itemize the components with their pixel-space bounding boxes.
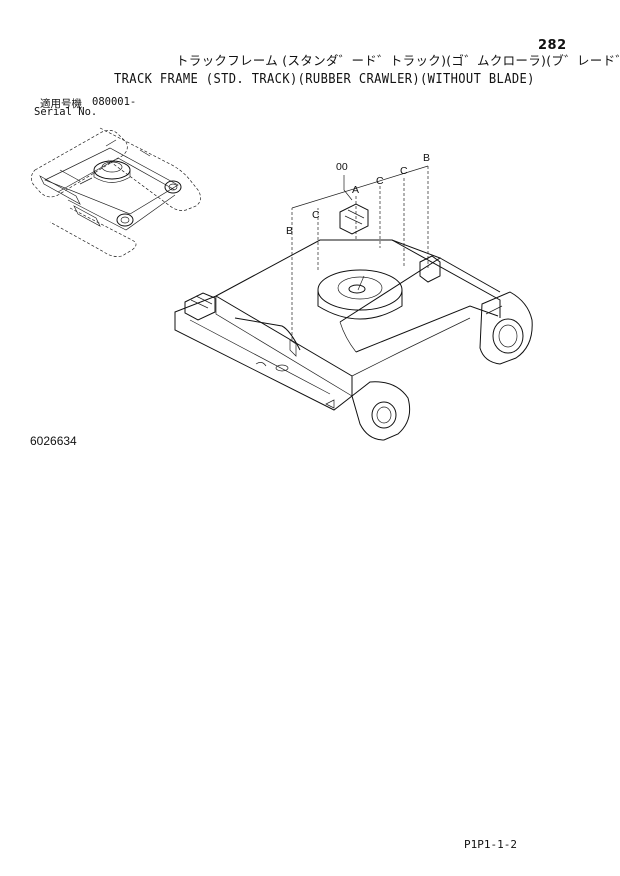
page-number: 282 [538,38,567,53]
callout-b-left: B [286,225,293,237]
overview-drawing [31,127,201,257]
callout-c-left: C [312,209,320,221]
title-japanese: トラックフレーム (スタンダ゛ード゛トラック)(ゴ゛ムクローラ)(ブ゛レード゛無… [176,53,620,68]
serial-number-value: 080001- [92,96,137,108]
callout-c-mid: C [376,175,384,187]
serial-label-japanese: 適用号機 [40,98,82,110]
callout-b-right: B [423,152,430,164]
main-drawing [174,165,533,441]
page-reference: P1P1-1-2 [464,838,517,851]
callout-a: A [352,184,359,196]
serial-label-english: Serial No. [34,106,98,118]
callout-00: 00 [336,161,348,173]
title-english: TRACK FRAME (STD. TRACK)(RUBBER CRAWLER)… [114,72,535,87]
drawing-number: 6026634 [30,434,77,448]
callout-c-right: C [400,165,408,177]
